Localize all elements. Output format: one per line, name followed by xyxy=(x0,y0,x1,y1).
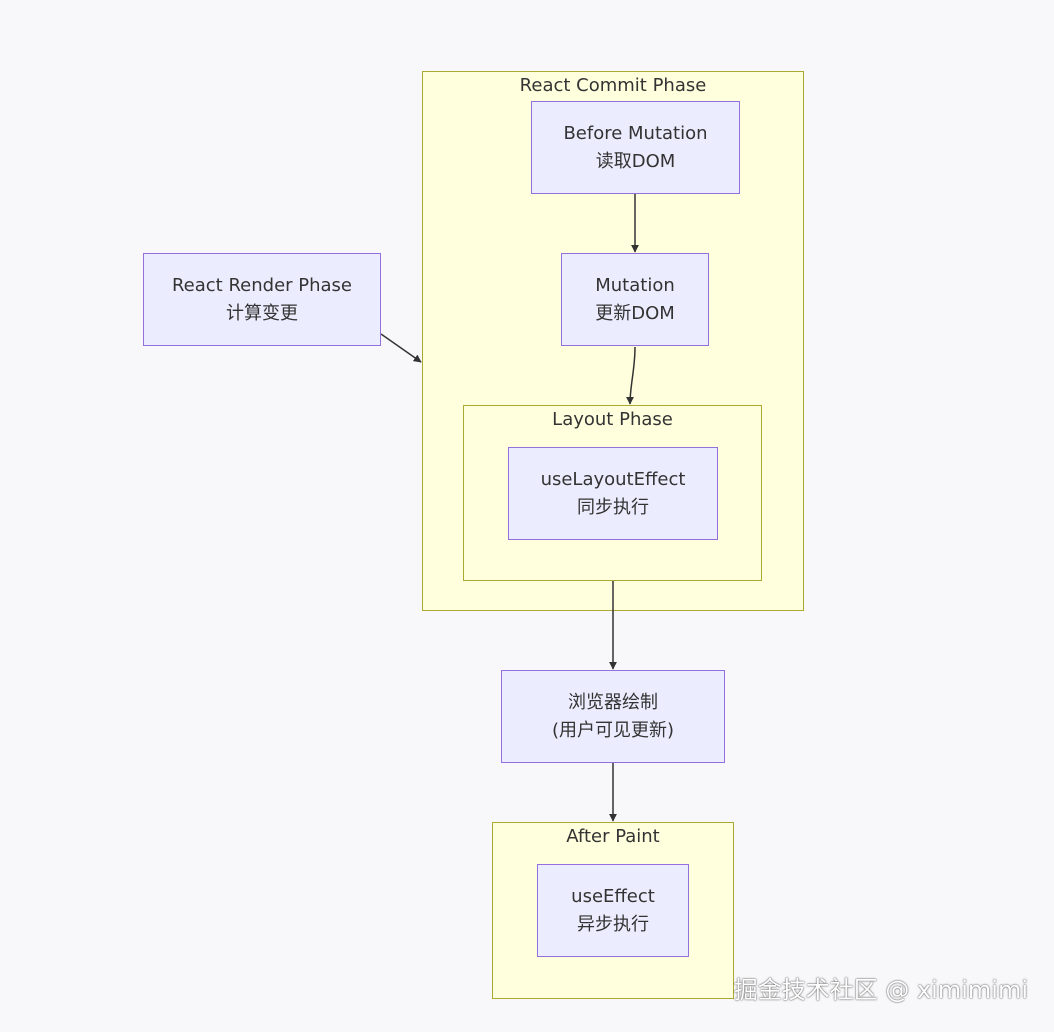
browser-paint-node: 浏览器绘制 (用户可见更新) xyxy=(501,670,725,763)
after-paint-title: After Paint xyxy=(566,826,660,847)
juejin-watermark: 掘金技术社区 @ ximimimi xyxy=(733,976,1028,1004)
mutation-node: Mutation 更新DOM xyxy=(561,253,709,346)
use-effect-sublabel: 异步执行 xyxy=(577,913,649,935)
browser-paint-sublabel: (用户可见更新) xyxy=(551,719,675,741)
mutation-label: Mutation xyxy=(595,274,675,296)
react-render-phase-node: React Render Phase 计算变更 xyxy=(143,253,381,346)
before-mutation-sublabel: 读取DOM xyxy=(595,150,676,172)
use-effect-node: useEffect 异步执行 xyxy=(537,864,689,957)
react-render-phase-sublabel: 计算变更 xyxy=(226,302,298,324)
react-commit-phase-title: React Commit Phase xyxy=(519,75,707,96)
before-mutation-label: Before Mutation xyxy=(563,122,708,144)
use-layout-effect-sublabel: 同步执行 xyxy=(577,496,649,518)
edge-render-to-commit xyxy=(380,333,422,363)
react-render-phase-label: React Render Phase xyxy=(171,274,353,296)
use-layout-effect-node: useLayoutEffect 同步执行 xyxy=(508,447,718,540)
use-layout-effect-label: useLayoutEffect xyxy=(540,468,686,490)
browser-paint-label: 浏览器绘制 xyxy=(568,691,658,713)
use-effect-label: useEffect xyxy=(571,885,655,907)
before-mutation-node: Before Mutation 读取DOM xyxy=(531,101,740,194)
mutation-sublabel: 更新DOM xyxy=(595,302,675,324)
layout-phase-title: Layout Phase xyxy=(552,409,673,430)
